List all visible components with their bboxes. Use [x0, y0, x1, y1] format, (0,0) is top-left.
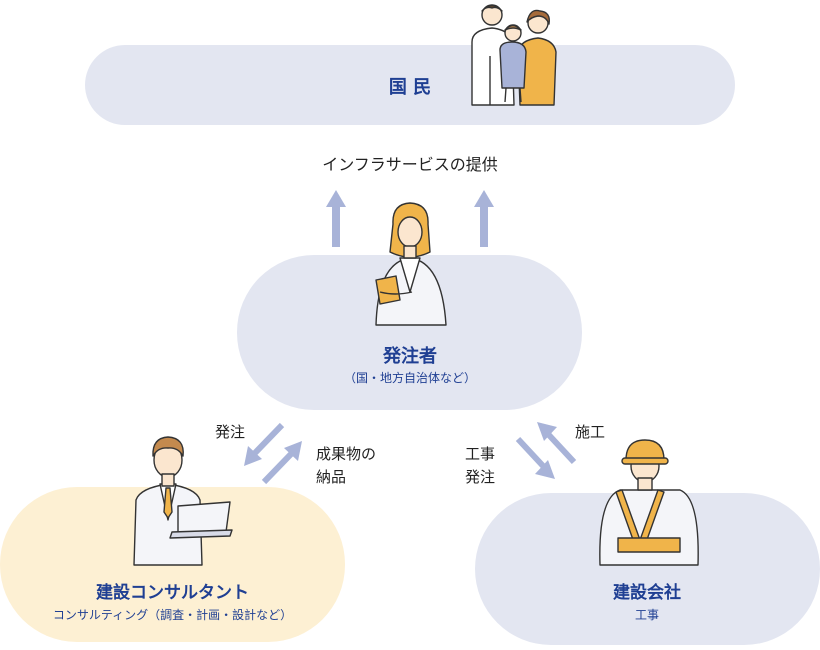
- citizens-node: [85, 45, 735, 125]
- orderer-title: 発注者: [383, 346, 437, 367]
- construction-order-label-line2: 発注: [464, 468, 495, 486]
- infra-service-label: インフラサービスの提供: [322, 155, 498, 174]
- consultant-subtitle: コンサルティング（調査・計画・設計など）: [52, 608, 293, 622]
- diagonal-arrow-icon: [244, 422, 285, 466]
- diagonal-arrow-icon: [261, 441, 302, 485]
- up-arrow-icon: [474, 190, 494, 247]
- up-arrow-icon: [326, 190, 346, 247]
- deliverables-label-line2: 納品: [316, 468, 347, 486]
- contractor-node: [475, 493, 820, 645]
- consultant-title: 建設コンサルタント: [96, 583, 249, 603]
- citizens-title: 国 民: [388, 77, 432, 98]
- diagonal-arrow-icon: [537, 422, 577, 465]
- construction-order-label-line1: 工事: [464, 445, 495, 463]
- order-to-consultant-label: 発注: [214, 423, 245, 441]
- diagonal-arrow-icon: [515, 436, 555, 479]
- deliverables-label-line1: 成果物の: [316, 445, 377, 463]
- contractor-subtitle: 工事: [634, 608, 659, 622]
- consultant-man-illustration: [133, 436, 233, 566]
- construction-worker-illustration: [599, 439, 699, 566]
- construction-label: 施工: [574, 423, 605, 441]
- family-illustration: [471, 4, 557, 106]
- orderer-node: [237, 255, 582, 410]
- orderer-woman-illustration: [375, 202, 447, 326]
- contractor-title: 建設会社: [613, 583, 681, 603]
- orderer-subtitle: （国・地方自治体など）: [343, 371, 476, 385]
